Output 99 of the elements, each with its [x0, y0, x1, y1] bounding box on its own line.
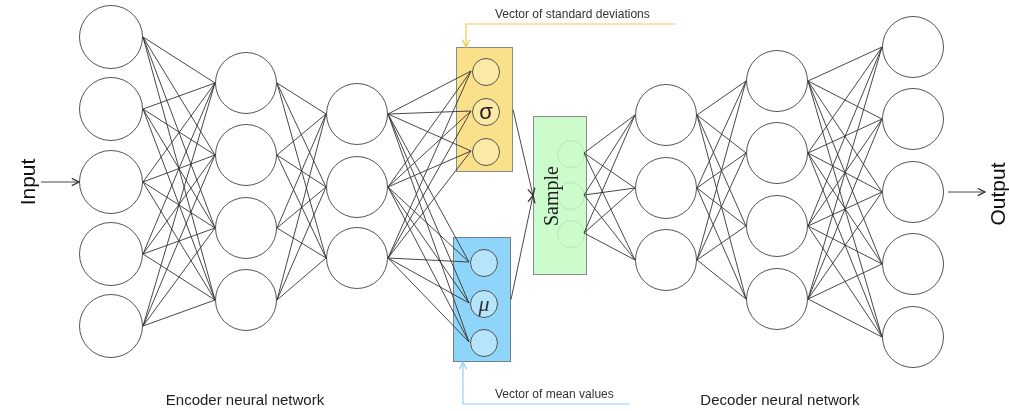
- axis-label: Output: [982, 162, 1009, 226]
- connection-line: [807, 46, 883, 227]
- connection-line: [387, 257, 470, 304]
- connection-line: [387, 70, 472, 188]
- connection-line: [583, 114, 636, 154]
- connection-line: [276, 113, 327, 229]
- connection-line: [142, 154, 216, 183]
- connection-line: [142, 82, 216, 183]
- connection-line: [276, 257, 327, 301]
- connection-line: [142, 36, 216, 156]
- connection-line: [583, 114, 636, 196]
- connection-line: [387, 186, 470, 304]
- connection-line: [807, 118, 883, 227]
- section-label: Encoder neural network: [165, 389, 325, 410]
- connection-line: [276, 186, 327, 229]
- connection-line: [142, 227, 216, 255]
- connection-line: [696, 80, 747, 189]
- connection-line: [807, 80, 883, 265]
- connection-line: [387, 150, 472, 259]
- connection-line: [696, 187, 747, 300]
- connection-line: [387, 257, 470, 343]
- connection-line: [142, 36, 216, 229]
- connection-line: [387, 186, 470, 343]
- connection-line: [696, 114, 747, 154]
- connection-line: [807, 80, 883, 193]
- connection-line: [583, 187, 636, 234]
- connection-line: [583, 152, 636, 261]
- connection-line: [142, 227, 216, 327]
- connection-line: [142, 108, 216, 156]
- connection-line: [142, 299, 216, 327]
- connection-line: [276, 82, 327, 115]
- connection-line: [387, 150, 472, 188]
- connection-line: [696, 80, 747, 261]
- connection-line: [696, 259, 747, 300]
- connection-line: [142, 154, 216, 327]
- connection-line: [387, 70, 472, 115]
- section-label: Decoder neural network: [700, 389, 860, 410]
- connection-line: [276, 186, 327, 301]
- connection-line: [807, 152, 883, 265]
- leader-line: [458, 361, 631, 405]
- connection-line: [142, 253, 216, 301]
- connection-line: [807, 191, 883, 227]
- connection-line: [696, 114, 747, 227]
- connection-line: [142, 36, 216, 84]
- connection-line: [142, 154, 216, 255]
- symbol-text: μ: [478, 293, 490, 315]
- connection-line: [807, 80, 883, 338]
- connection-line: [142, 108, 216, 301]
- connection-line: [807, 80, 883, 120]
- connection-line: [696, 225, 747, 261]
- connection-line: [807, 225, 883, 338]
- connection-line: [807, 225, 883, 265]
- connection-line: [807, 118, 883, 300]
- connection-line: [142, 181, 216, 301]
- connection-line: [583, 187, 636, 196]
- symbol-text: σ: [479, 101, 493, 123]
- connection-line: [142, 181, 216, 229]
- vector-box: [453, 237, 511, 362]
- connection-line: [696, 152, 747, 261]
- connection-line: [142, 82, 216, 110]
- connection-line: [387, 110, 472, 115]
- connection-line: [276, 82, 327, 259]
- callout-text: Vector of standard deviations: [495, 6, 650, 22]
- vector-box: [456, 47, 513, 172]
- connection-line: [387, 113, 470, 343]
- connection-line: [276, 113, 327, 156]
- connection-line: [387, 70, 472, 259]
- connection-line: [387, 257, 470, 263]
- connection-line: [142, 36, 216, 301]
- connection-line: [583, 232, 636, 261]
- connection-line: [276, 82, 327, 188]
- connection-line: [807, 298, 883, 338]
- connection-line: [387, 186, 470, 263]
- connection-line: [696, 187, 747, 227]
- connection-line: [142, 108, 216, 229]
- connection-line: [387, 110, 472, 188]
- leader-line: [461, 23, 676, 48]
- sample-box: [533, 116, 587, 275]
- connection-line: [142, 82, 216, 255]
- connection-line: [696, 114, 747, 300]
- connection-line: [807, 263, 883, 300]
- connection-line: [807, 46, 883, 82]
- callout-text: Vector of mean values: [495, 386, 614, 402]
- connection-line: [807, 118, 883, 154]
- connection-line: [583, 114, 636, 234]
- connection-line: [696, 152, 747, 189]
- connection-line: [276, 154, 327, 259]
- axis-label: Input: [12, 158, 44, 206]
- connection-line: [387, 113, 472, 152]
- connection-line: [807, 191, 883, 300]
- connection-line: [807, 152, 883, 338]
- connection-line: [583, 152, 636, 189]
- connection-line: [583, 194, 636, 261]
- connection-line: [276, 154, 327, 188]
- connection-line: [807, 46, 883, 154]
- connection-line: [807, 152, 883, 193]
- connection-line: [696, 80, 747, 116]
- sample-label: Sample: [539, 165, 564, 226]
- connection-line: [276, 227, 327, 259]
